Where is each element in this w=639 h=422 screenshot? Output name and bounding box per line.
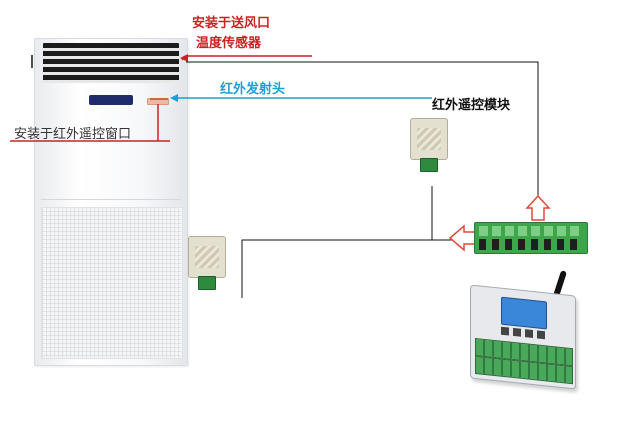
- controller-lcd-screen: [501, 296, 547, 330]
- supply-air-grille: [43, 43, 179, 83]
- ir-arrow-head: [170, 94, 178, 102]
- temperature-sensor-icon: [410, 118, 448, 172]
- ir-window-label: 安装于红外遥控窗口: [14, 127, 132, 142]
- ac-display-panel: [89, 95, 133, 105]
- supply-arrow-head: [180, 54, 188, 62]
- up-hollow-arrow: [525, 194, 551, 221]
- wire-supply-sensor: [186, 61, 539, 200]
- supply-sensor-label-line2: 温度传感器: [196, 36, 262, 51]
- wireless-controller-icon: [470, 284, 576, 390]
- ir-emitter-label: 红外发射头: [220, 82, 286, 97]
- ir-module-label: 红外遥控模块: [432, 98, 511, 113]
- terminal-block-icon: [474, 222, 588, 254]
- supply-sensor-label-line1: 安装于送风口: [192, 16, 271, 31]
- air-conditioner-unit: [34, 38, 188, 366]
- wire-ir-module: [431, 186, 452, 241]
- ac-panel-divider: [41, 199, 181, 200]
- return-air-grille: [41, 207, 183, 359]
- temperature-sensor-icon: [188, 236, 226, 290]
- wire-return-sensor: [241, 239, 452, 298]
